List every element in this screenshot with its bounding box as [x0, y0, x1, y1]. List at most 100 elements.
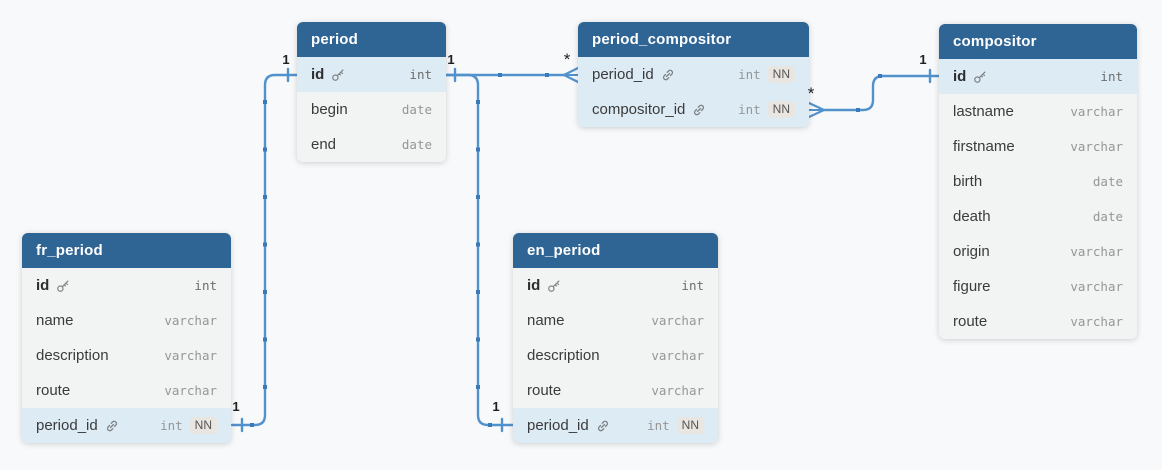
column-name: id — [953, 68, 967, 85]
column-name: compositor_id — [592, 101, 686, 118]
column-type: varchar — [651, 383, 704, 398]
column-name: end — [311, 136, 337, 153]
table-en_period: en_period id int name varchar descriptio… — [513, 233, 718, 443]
not-null-badge: NN — [767, 100, 795, 119]
column-name: period_id — [36, 417, 98, 434]
key-icon — [547, 279, 561, 293]
column-row[interactable]: name varchar — [22, 303, 231, 338]
cardinality-label: 1 — [492, 399, 500, 414]
column-row[interactable]: end date — [297, 127, 446, 162]
column-row[interactable]: lastname varchar — [939, 94, 1137, 129]
column-row[interactable]: death date — [939, 199, 1137, 234]
table-header[interactable]: compositor — [939, 24, 1137, 59]
key-icon — [973, 70, 987, 84]
key-icon — [331, 68, 345, 82]
column-name: name — [36, 312, 74, 329]
cardinality-label: 1 — [232, 399, 240, 414]
column-row[interactable]: begin date — [297, 92, 446, 127]
cardinality-label: * — [563, 50, 571, 69]
column-type: varchar — [1070, 139, 1123, 154]
column-type: varchar — [1070, 244, 1123, 259]
column-row[interactable]: route varchar — [513, 373, 718, 408]
column-row[interactable]: id int — [939, 59, 1137, 94]
cardinality-label: 1 — [282, 52, 290, 67]
column-row[interactable]: description varchar — [22, 338, 231, 373]
column-name: id — [311, 66, 325, 83]
column-name: period_id — [592, 66, 654, 83]
table-header[interactable]: period — [297, 22, 446, 57]
column-row[interactable]: period_id int NN — [578, 57, 809, 92]
column-row[interactable]: birth date — [939, 164, 1137, 199]
table-compositor: compositor id int lastname varchar first… — [939, 24, 1137, 339]
column-name: route — [953, 313, 988, 330]
not-null-badge: NN — [189, 416, 217, 435]
column-row[interactable]: firstname varchar — [939, 129, 1137, 164]
column-name: birth — [953, 173, 983, 190]
column-name: origin — [953, 243, 990, 260]
column-type: int — [738, 101, 761, 117]
column-type: int — [160, 417, 183, 433]
column-type: int — [738, 66, 761, 82]
column-row[interactable]: id int — [297, 57, 446, 92]
column-name: id — [36, 277, 50, 294]
cardinality-label: 1 — [919, 52, 927, 67]
table-fr_period: fr_period id int name varchar descriptio… — [22, 233, 231, 443]
table-period: period id int begin date end date — [297, 22, 446, 162]
relationship-compositor-period_compositor — [807, 68, 941, 119]
column-name: name — [527, 312, 565, 329]
link-icon — [661, 68, 675, 82]
column-row[interactable]: figure varchar — [939, 269, 1137, 304]
column-row[interactable]: description varchar — [513, 338, 718, 373]
table-name: period_compositor — [592, 31, 732, 48]
column-type: varchar — [164, 348, 217, 363]
table-name: fr_period — [36, 242, 103, 259]
column-row[interactable]: id int — [22, 268, 231, 303]
column-name: route — [36, 382, 71, 399]
column-type: date — [401, 102, 432, 117]
link-icon — [596, 419, 610, 433]
relationship-period-en_period — [444, 73, 515, 433]
column-row[interactable]: period_id int NN — [513, 408, 718, 443]
link-icon — [105, 419, 119, 433]
table-name: compositor — [953, 33, 1037, 50]
column-row[interactable]: route varchar — [22, 373, 231, 408]
column-type: int — [681, 278, 704, 293]
relationship-period-period_compositor — [444, 66, 580, 84]
column-name: begin — [311, 101, 348, 118]
column-row[interactable]: name varchar — [513, 303, 718, 338]
column-name: death — [953, 208, 991, 225]
column-type: int — [1100, 69, 1123, 84]
column-row[interactable]: period_id int NN — [22, 408, 231, 443]
relationship-period-fr_period — [230, 67, 299, 433]
column-name: firstname — [953, 138, 1015, 155]
column-type: date — [401, 137, 432, 152]
column-type: varchar — [1070, 104, 1123, 119]
column-type: int — [647, 417, 670, 433]
column-type: date — [1092, 209, 1123, 224]
cardinality-label: 1 — [447, 52, 455, 67]
column-type: int — [194, 278, 217, 293]
column-row[interactable]: compositor_id int NN — [578, 92, 809, 127]
table-header[interactable]: period_compositor — [578, 22, 809, 57]
column-name: figure — [953, 278, 991, 295]
column-row[interactable]: route varchar — [939, 304, 1137, 339]
not-null-badge: NN — [767, 65, 795, 84]
column-type: date — [1092, 174, 1123, 189]
column-name: description — [527, 347, 600, 364]
column-type: varchar — [164, 383, 217, 398]
table-header[interactable]: fr_period — [22, 233, 231, 268]
column-name: period_id — [527, 417, 589, 434]
table-name: en_period — [527, 242, 601, 259]
column-name: lastname — [953, 103, 1014, 120]
column-name: id — [527, 277, 541, 294]
table-name: period — [311, 31, 359, 48]
column-type: varchar — [651, 348, 704, 363]
key-icon — [56, 279, 70, 293]
column-row[interactable]: id int — [513, 268, 718, 303]
column-type: varchar — [1070, 279, 1123, 294]
not-null-badge: NN — [676, 416, 704, 435]
table-header[interactable]: en_period — [513, 233, 718, 268]
column-name: description — [36, 347, 109, 364]
column-row[interactable]: origin varchar — [939, 234, 1137, 269]
